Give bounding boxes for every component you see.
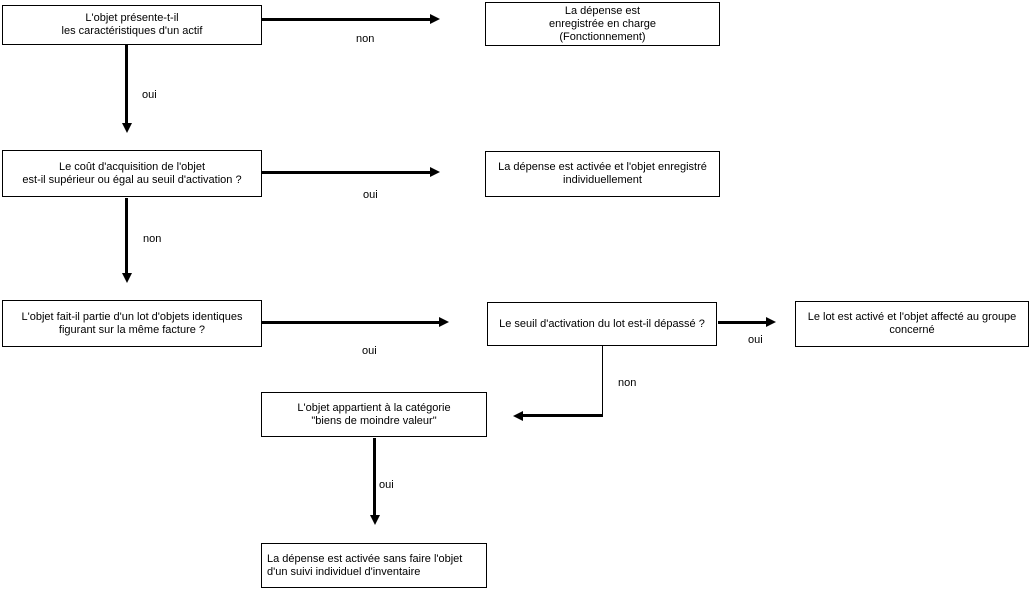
arrow-moindre-oui-line [373,438,376,515]
arrow-actif-non-arrowhead-icon [430,14,440,24]
arrow-actif-non-line [262,18,430,21]
node-depense-activee: La dépense est activée et l'objet enregi… [485,151,720,197]
arrow-actif-oui-arrowhead-icon [122,123,132,133]
arrow-cout-non-line [125,198,128,273]
edge-label-actif-oui: oui [142,89,157,101]
arrow-lot-oui-arrowhead-icon [439,317,449,327]
arrow-seuil-non-vline [602,346,603,416]
node-cout-question: Le coût d'acquisition de l'objet est-il … [2,150,262,197]
node-seuil-lot-question: Le seuil d'activation du lot est-il dépa… [487,302,717,346]
node-depense-charge: La dépense est enregistrée en charge (Fo… [485,2,720,46]
arrow-cout-non-arrowhead-icon [122,273,132,283]
arrow-seuil-non-hline [523,414,603,417]
edge-label-seuil-non: non [618,377,637,389]
arrow-seuil-oui-line [718,321,766,324]
edge-label-moindre-oui: oui [379,479,394,491]
edge-label-cout-oui: oui [363,189,378,201]
arrow-moindre-oui-arrowhead-icon [370,515,380,525]
node-actif-question: L'objet présente-t-il les caractéristiqu… [2,5,262,45]
node-lot-question: L'objet fait-il partie d'un lot d'objets… [2,300,262,347]
arrow-cout-oui-arrowhead-icon [430,167,440,177]
node-lot-active: Le lot est activé et l'objet affecté au … [795,301,1029,347]
arrow-seuil-oui-arrowhead-icon [766,317,776,327]
node-moindre-valeur: L'objet appartient à la catégorie "biens… [261,392,487,437]
edge-label-actif-non: non [356,33,375,45]
arrow-lot-oui-line [262,321,439,324]
edge-label-cout-non: non [143,233,162,245]
node-depense-sans-suivi: La dépense est activée sans faire l'obje… [261,543,487,588]
arrow-actif-oui-line [125,45,128,123]
arrow-seuil-non-arrowhead-icon [513,411,523,421]
arrow-cout-oui-line [262,171,430,174]
edge-label-seuil-oui: oui [748,334,763,346]
edge-label-lot-oui: oui [362,345,377,357]
